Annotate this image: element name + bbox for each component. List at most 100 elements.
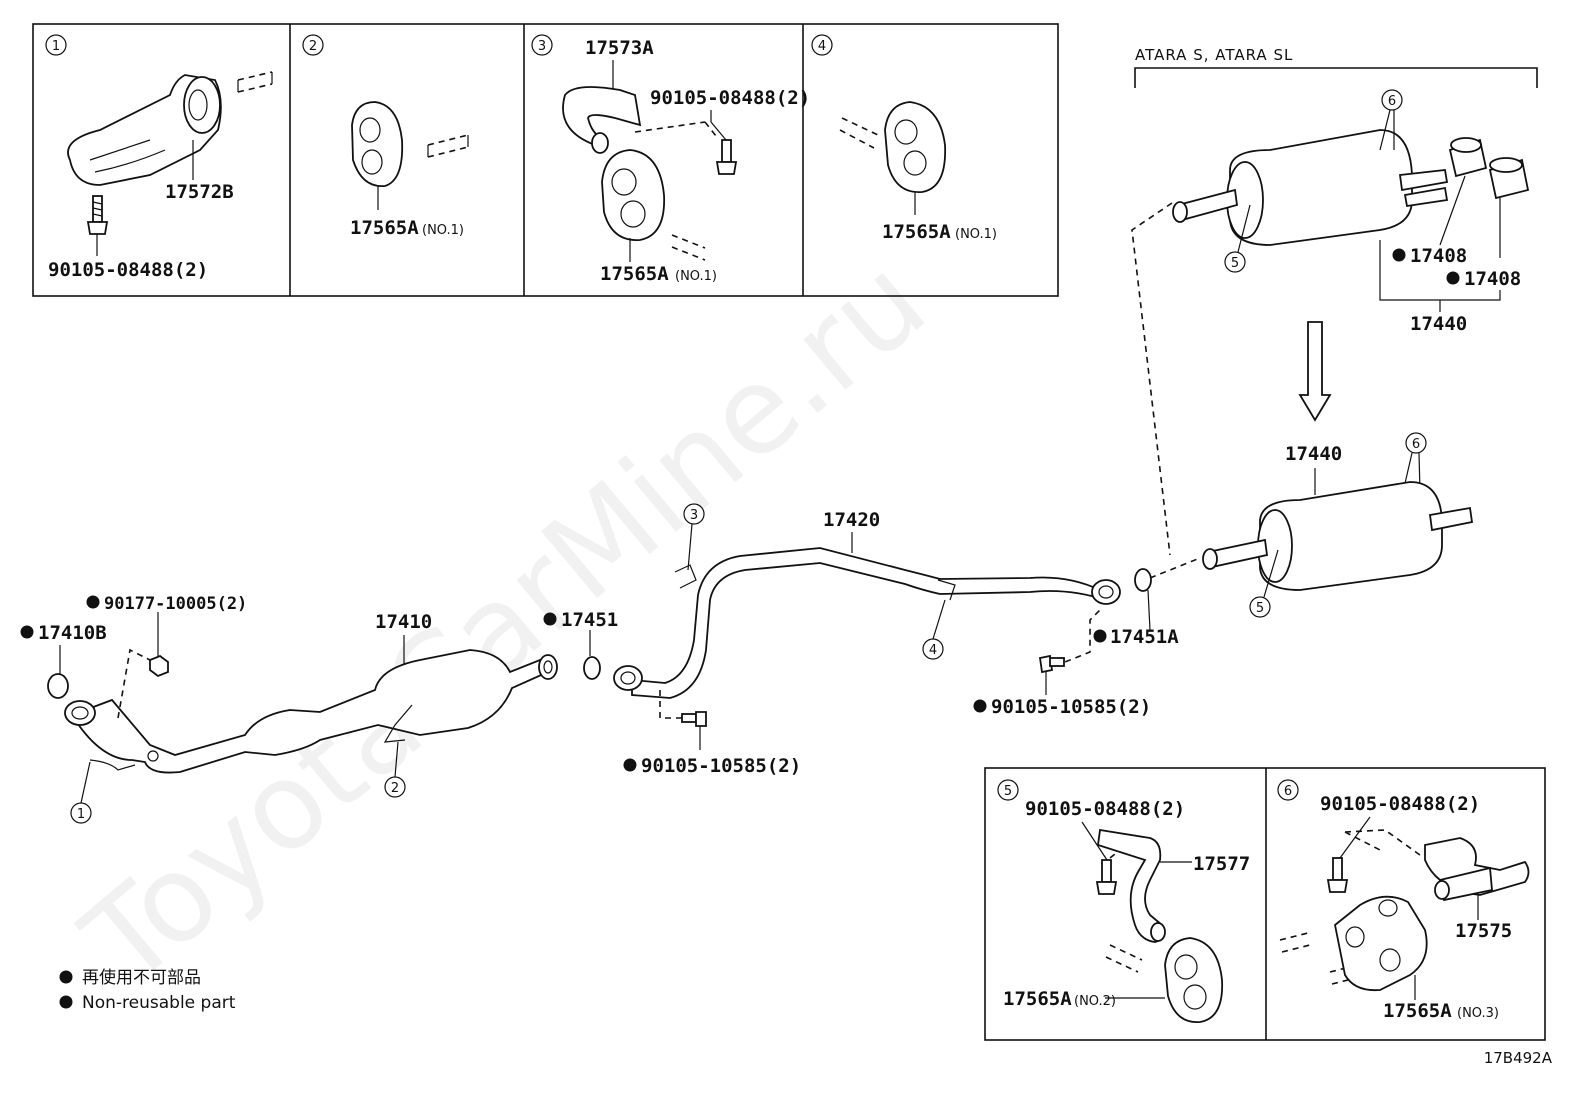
rubber-hanger-icon [601,149,665,241]
mid-gasket-label: 17451 [561,609,618,631]
diagram-code: 17B492A [1484,1049,1553,1067]
inset-3-top-part-label: 17573A [585,37,654,59]
inset-3-sub-label: (NO.1) [675,269,717,284]
inset-6-sub-label: (NO.3) [1457,1006,1499,1021]
exhaust-tip-icon [1488,157,1530,200]
legend-jp: 再使用不可部品 [82,967,201,988]
inset-6-bolt-label: 90105-08488(2) [1320,793,1480,815]
front-pipe-assembly: 17410 2 1 17410B 90177-10005(2) [20,594,558,824]
center-callout-3: 3 [690,508,698,523]
inset-5-bracket-label: 17577 [1193,853,1250,875]
non-reusable-dot [59,970,73,984]
rubber-hanger-rod-icon [671,234,706,261]
non-reusable-dot [59,995,73,1009]
bolt-icon [715,139,738,175]
legend: 再使用不可部品 Non-reusable part [59,967,236,1013]
inset-1-bolt-label: 90105-08488(2) [48,259,208,281]
bolt-icon [1095,859,1118,895]
rubber-hanger-rod-icon [1105,944,1143,973]
inset-4: 4 17565A (NO.1) [811,34,997,243]
inset-5-number: 5 [1004,784,1012,799]
front-nut-label: 90177-10005(2) [104,594,247,614]
inset-panel-top [32,23,1059,297]
inset-2-part-label: 17565A [350,217,419,239]
rear-joint: 17451A 90105-10585(2) [973,568,1179,718]
mid-joint: 17451 90105-10585(2) [543,609,801,777]
atara-callout-5: 5 [1231,256,1239,271]
center-callout-4: 4 [929,643,937,658]
atara-callout-6: 6 [1388,94,1396,109]
inset-5: 5 90105-08488(2) 17577 17565A (NO.2) [997,779,1250,1023]
inset-6-number: 6 [1284,784,1292,799]
nut-icon [149,654,169,678]
gasket-icon [1134,568,1152,592]
non-reusable-dot [1392,248,1406,262]
inset-4-sub-label: (NO.1) [955,227,997,242]
variant-arrow-icon [1298,321,1332,422]
center-pipe-icon [613,547,1121,699]
rear-muffler-assembly: 17440 6 5 [1202,432,1474,618]
mid-bolt-label: 90105-10585(2) [641,755,801,777]
inset-6-part-label: 17565A [1383,1000,1452,1022]
center-pipe-assembly: 17420 3 4 [613,503,1121,699]
non-reusable-dot [543,612,557,626]
atara-muffler-label: 17440 [1410,313,1467,335]
rubber-hanger-rod-icon [237,71,273,93]
rubber-hanger-icon [1334,895,1428,992]
bolt-icon [1038,654,1065,674]
legend-en: Non-reusable part [82,993,236,1013]
gasket-icon [47,673,69,699]
atara-tip-label-2: 17408 [1464,268,1521,290]
bolt-icon [681,711,707,727]
pipe-bracket-icon [562,86,642,154]
muffler-icon [1202,481,1474,591]
rubber-hanger-rod-icon [427,134,469,158]
inset-2: 2 17565A (NO.1) [302,34,469,239]
front-callout-1: 1 [77,807,85,822]
hanger-bracket-icon [1424,837,1530,902]
converter-label: 17410 [375,611,432,633]
rear-gasket-label: 17451A [1110,626,1179,648]
watermark: ToyotaCarMine.ru [59,232,952,1013]
rear-callout-5: 5 [1256,601,1264,616]
rear-muffler-label: 17440 [1285,443,1342,465]
inset-1-number: 1 [52,39,60,54]
inset-3: 3 17573A 90105-08488(2) 17565A (NO.1) [531,34,810,285]
center-pipe-label: 17420 [823,509,880,531]
rubber-hanger-icon [351,101,404,187]
non-reusable-dot [1446,271,1460,285]
rubber-hanger-icon [1164,937,1223,1023]
exhaust-support-bracket-icon [67,74,222,186]
non-reusable-dot [86,595,100,609]
atara-tip-label-1: 17408 [1410,245,1467,267]
hanger-bracket-icon [1097,828,1166,943]
rubber-hanger-icon [884,101,946,193]
rear-callout-6: 6 [1412,437,1420,452]
muffler-icon [1172,129,1449,246]
atara-header: ATARA S, ATARA SL [1135,46,1293,64]
inset-3-bolt-label: 90105-08488(2) [650,87,810,109]
inset-3-part-label: 17565A [600,263,669,285]
front-gasket-label: 17410B [38,622,107,644]
inset-5-part-label: 17565A [1003,988,1072,1010]
inset-1: 1 17572B 90105-08488(2) [45,34,273,281]
inset-5-sub-label: (NO.2) [1074,994,1116,1009]
rubber-hanger-rod-icon [839,117,879,149]
inset-4-number: 4 [818,39,826,54]
non-reusable-dot [1093,629,1107,643]
inset-4-part-label: 17565A [882,221,951,243]
non-reusable-dot [20,625,34,639]
atara-variant: ATARA S, ATARA SL 17408 17408 17440 6 [1134,46,1538,335]
bolt-icon [86,195,109,235]
non-reusable-dot [973,699,987,713]
front-callout-2: 2 [391,781,399,796]
inset-1-part-label: 17572B [165,181,234,203]
non-reusable-dot [623,758,637,772]
inset-3-number: 3 [538,39,546,54]
inset-5-bolt-label: 90105-08488(2) [1025,798,1185,820]
inset-6-bracket-label: 17575 [1455,920,1512,942]
rear-bolt-label: 90105-10585(2) [991,696,1151,718]
inset-2-number: 2 [309,39,317,54]
exhaust-tip-icon [1448,137,1488,178]
